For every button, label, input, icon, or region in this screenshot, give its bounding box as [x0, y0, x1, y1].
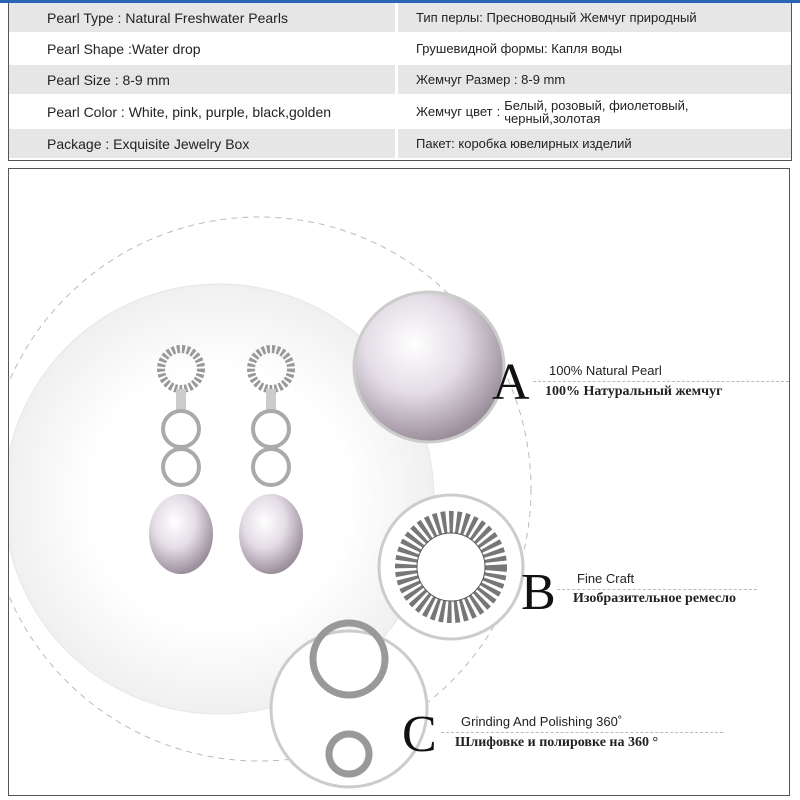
divider: [441, 732, 723, 733]
spec-ru: Грушевидной формы: Капля воды: [398, 34, 791, 63]
spec-en: Pearl Type : Natural Freshwater Pearls: [9, 3, 395, 32]
earring-left: [149, 345, 213, 574]
spec-en: Package : Exquisite Jewelry Box: [9, 129, 395, 158]
spec-en: Pearl Color : White, pink, purple, black…: [9, 96, 395, 127]
spec-ru: Жемчуг цвет:Белый, розовый, фиолетовый,ч…: [398, 96, 791, 127]
product-illustration: [9, 216, 532, 789]
feature-c-en: Grinding And Polishing 360˚: [461, 714, 623, 729]
spec-ru-line2: черный,золотая: [504, 110, 601, 126]
letter-a: A: [492, 354, 530, 411]
spec-en: Pearl Size : 8-9 mm: [9, 65, 395, 94]
feature-a-en: 100% Natural Pearl: [549, 363, 662, 378]
pearl-closeup: [352, 290, 506, 444]
letter-b: B: [521, 564, 556, 621]
spec-ru: Пакет: коробка ювелирных изделий: [398, 129, 791, 158]
earring-right: [239, 345, 303, 574]
spec-ru: Жемчуг Размер : 8-9 mm: [398, 65, 791, 94]
letter-c: C: [402, 706, 437, 763]
spec-ru-label: Жемчуг цвет: [416, 104, 493, 119]
feature-b-ru: Изобразительное ремесло: [573, 591, 737, 606]
spec-ru: Тип перлы: Пресноводный Жемчуг природный: [398, 3, 791, 32]
feature-a-ru: 100% Натуральный жемчуг: [545, 384, 723, 399]
spec-row-color: Pearl Color : White, pink, purple, black…: [9, 96, 791, 129]
feature-panel: A 100% Natural Pearl 100% Натуральный же…: [8, 168, 790, 796]
top-accent-line: [0, 0, 800, 3]
spec-en: Pearl Shape :Water drop: [9, 34, 395, 63]
polish-closeup: [269, 629, 429, 789]
divider: [557, 589, 757, 590]
divider: [533, 381, 789, 382]
spec-ru-line1: Белый, розовый, фиолетовый,: [504, 97, 689, 113]
feature-c-ru: Шлифовке и полировке на 360 °: [455, 735, 659, 750]
feature-b-en: Fine Craft: [577, 571, 635, 586]
outer-dashed-circle: [9, 216, 532, 762]
